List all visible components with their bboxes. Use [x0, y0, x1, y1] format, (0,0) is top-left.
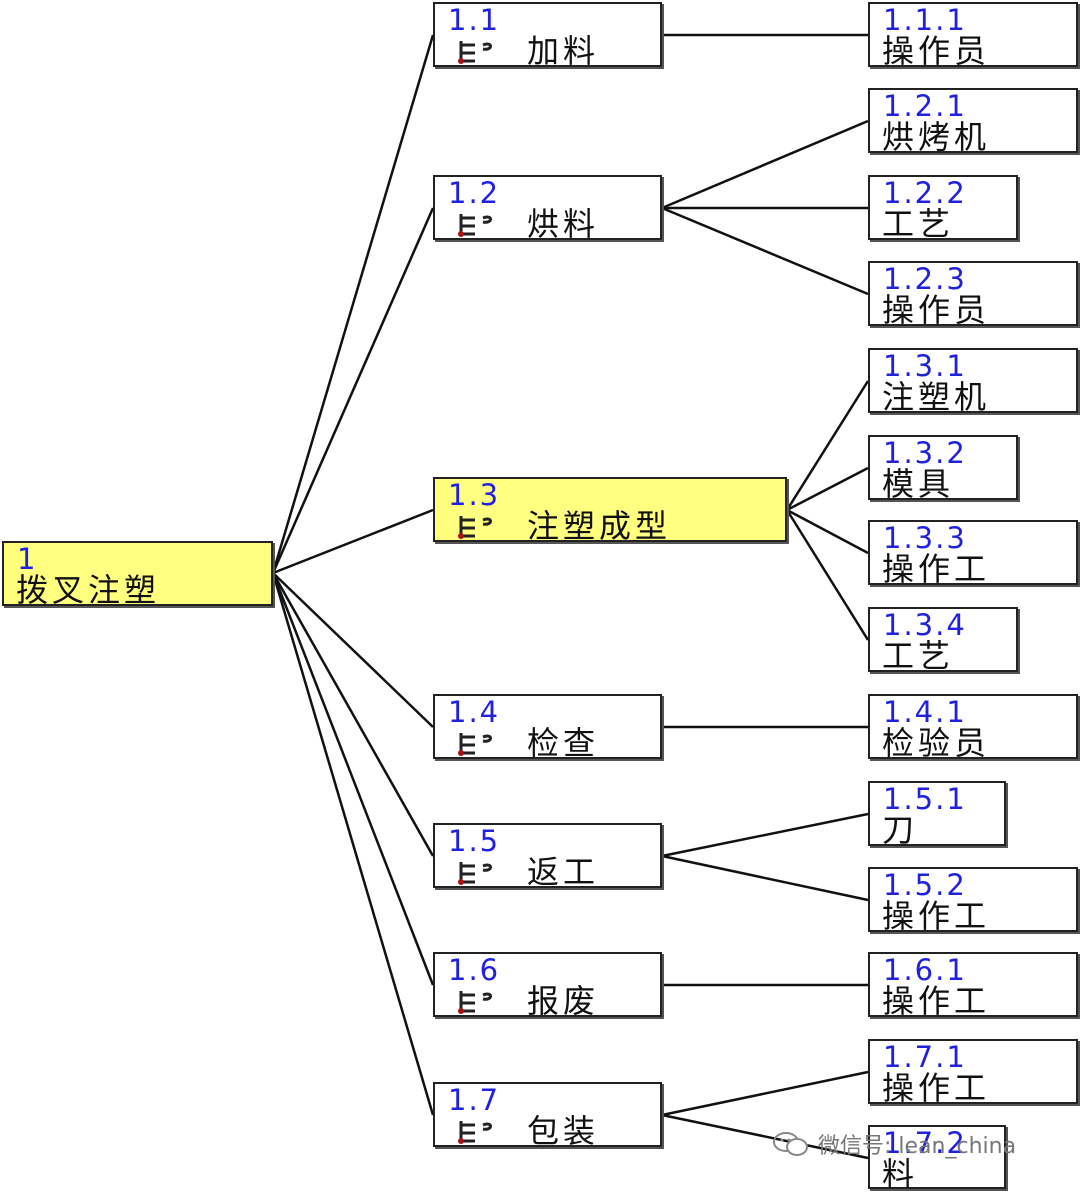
- connector-1.7-1.7.1: [661, 1070, 869, 1117]
- node-label: 操作员: [882, 32, 991, 70]
- node-code: 1.4: [448, 695, 501, 729]
- node-code: 1.5.1: [883, 782, 967, 816]
- node-label: 检验员: [882, 724, 991, 762]
- node-code: 1.6: [448, 953, 501, 987]
- node-label: 料: [882, 1155, 919, 1193]
- node-label: 模具: [882, 465, 955, 503]
- connector-root-1.5: [271, 572, 435, 857]
- node-1.3.4[interactable]: 1.3.4 工艺: [868, 607, 1018, 675]
- node-1.2.1[interactable]: 1.2.1 烘烤机: [868, 88, 1078, 156]
- node-1.2.2[interactable]: 1.2.2 工艺: [868, 175, 1018, 243]
- node-label: 操作员: [882, 291, 991, 329]
- node-code: 1.2.1: [883, 89, 967, 123]
- node-code: 1.2.2: [883, 176, 967, 210]
- node-label: 操作工: [882, 982, 991, 1020]
- connector-root-1.7: [271, 572, 435, 1116]
- node-label: 工艺: [882, 205, 955, 243]
- node-label: 刀: [882, 811, 919, 849]
- node-label: 操作工: [882, 550, 991, 588]
- node-1.5[interactable]: 1.5 返工: [433, 823, 662, 891]
- node-code: 1.3.2: [883, 436, 967, 470]
- node-code: 1.1: [448, 3, 501, 37]
- connector-root-1.4: [272, 572, 434, 728]
- node-label: 包装: [527, 1112, 600, 1150]
- node-label: 注塑成型: [527, 507, 672, 545]
- node-code: 1.3: [448, 478, 501, 512]
- connector-root-1.1: [271, 34, 435, 574]
- hierarchy-icon: [458, 733, 492, 756]
- connector-1.2-1.2.1: [661, 119, 869, 210]
- node-1.1.1[interactable]: 1.1.1 操作员: [868, 2, 1078, 70]
- node-1.7[interactable]: 1.7 包装: [433, 1082, 662, 1150]
- node-1.7.1[interactable]: 1.7.1 操作工: [868, 1039, 1078, 1107]
- node-1.6.1[interactable]: 1.6.1 操作工: [868, 952, 1078, 1020]
- connector-1.3-1.3.4: [785, 509, 870, 641]
- node-1.5.2[interactable]: 1.5.2 操作工: [868, 867, 1078, 935]
- node-code: 1.2: [448, 176, 501, 210]
- node-code: 1.3.3: [883, 521, 967, 555]
- node-1.4[interactable]: 1.4 检查: [433, 694, 662, 762]
- node-label: 报废: [527, 982, 600, 1020]
- connector-1.3-1.3.3: [786, 508, 869, 555]
- node-1.3.3[interactable]: 1.3.3 操作工: [868, 520, 1078, 588]
- node-label: 操作工: [882, 1069, 991, 1107]
- hierarchy-icon: [458, 862, 492, 885]
- hierarchy-icon: [458, 214, 492, 237]
- node-1.5.1[interactable]: 1.5.1 刀: [868, 781, 1006, 849]
- connector-1.3-1.3.1: [785, 380, 870, 511]
- node-code: 1.3.4: [883, 608, 967, 642]
- hierarchy-icon: [458, 991, 492, 1014]
- hierarchy-icon: [458, 516, 492, 539]
- node-label: 拨叉注塑: [16, 571, 161, 609]
- node-code: 1.5.2: [883, 868, 967, 902]
- node-code: 1.1.1: [883, 3, 967, 37]
- connector-root-1.3: [272, 508, 434, 575]
- node-1.4.1[interactable]: 1.4.1 检验员: [868, 694, 1078, 762]
- node-label: 烘料: [527, 205, 600, 243]
- node-1.3[interactable]: 1.3 注塑成型: [433, 477, 787, 545]
- node-code: 1.7: [448, 1083, 501, 1117]
- connector-root-1.2: [271, 207, 435, 574]
- node-label: 加料: [527, 32, 600, 70]
- node-1.7.2[interactable]: 1.7.2 料: [868, 1125, 1006, 1193]
- node-label: 返工: [527, 853, 600, 891]
- watermark: 微信号: lean_china: [772, 1128, 1016, 1160]
- node-code: 1: [17, 542, 38, 576]
- node-1.1[interactable]: 1.1 加料: [433, 2, 662, 70]
- node-label: 烘烤机: [882, 118, 991, 156]
- node-1.2.3[interactable]: 1.2.3 操作员: [868, 261, 1078, 329]
- node-code: 1.7.1: [883, 1040, 967, 1074]
- node-1.3.1[interactable]: 1.3.1 注塑机: [868, 348, 1078, 416]
- hierarchy-icon: [458, 1121, 492, 1144]
- connector-1.3-1.3.2: [786, 466, 869, 512]
- connector-1.2-1.2.3: [661, 206, 869, 296]
- connector-1.5-1.5.1: [661, 812, 869, 858]
- node-1.2[interactable]: 1.2 烘料: [433, 175, 662, 243]
- node-code: 1.2.3: [883, 262, 967, 296]
- node-label: 工艺: [882, 637, 955, 675]
- node-code: 1.6.1: [883, 953, 967, 987]
- watermark-text: 微信号: lean_china: [818, 1134, 1017, 1159]
- node-code: 1.4.1: [883, 695, 967, 729]
- connector-1.5-1.5.2: [661, 854, 869, 902]
- node-label: 检查: [527, 724, 600, 762]
- connector-root-1.6: [271, 572, 435, 986]
- node-code: 1.3.1: [883, 349, 967, 383]
- connector-1.7-1.7.2: [661, 1113, 869, 1160]
- node-code: 1.7.2: [883, 1126, 967, 1160]
- hierarchy-icon: [458, 41, 492, 64]
- node-code: 1.5: [448, 824, 501, 858]
- node-1.6[interactable]: 1.6 报废: [433, 952, 662, 1020]
- node-label: 注塑机: [882, 378, 991, 416]
- wechat-icon: [773, 1132, 808, 1156]
- node-label: 操作工: [882, 897, 991, 935]
- node-1.3.2[interactable]: 1.3.2 模具: [868, 435, 1018, 503]
- root-node[interactable]: 1 拨叉注塑: [2, 541, 273, 609]
